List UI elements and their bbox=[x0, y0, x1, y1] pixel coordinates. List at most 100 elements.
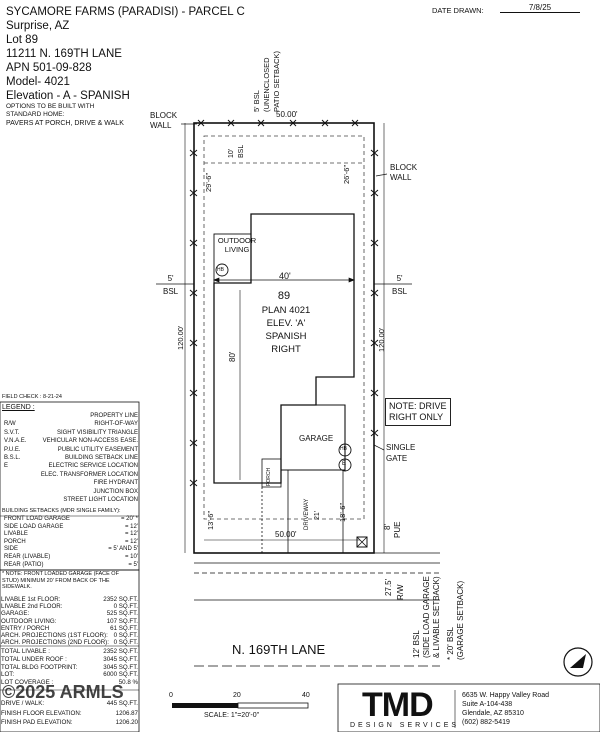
area-key: ARCH. PROJECTIONS (1ST FLOOR): bbox=[1, 632, 108, 639]
legend-key: B.S.L. bbox=[4, 455, 21, 461]
scale-label: SCALE: 1"=20'-0" bbox=[204, 712, 260, 719]
dim-top: 50.00' bbox=[276, 110, 298, 119]
setback-line bbox=[203, 135, 365, 520]
area-value: 2352 SQ.FT. bbox=[103, 596, 138, 603]
rw-dim: 27.5' bbox=[384, 578, 393, 596]
final-value: 1206.87 bbox=[115, 709, 138, 717]
porch-label: PORCH bbox=[266, 467, 272, 486]
legend-key: S.V.T. bbox=[4, 429, 20, 436]
area-key: LIVABLE 2nd FLOOR: bbox=[1, 603, 63, 611]
driveway-lines bbox=[261, 470, 344, 553]
field-check: FIELD CHECK : 8-21-24 bbox=[2, 394, 62, 400]
setback-value: = 10' bbox=[125, 554, 138, 560]
company-logo: TMD bbox=[362, 686, 434, 724]
dim-8: 8' bbox=[383, 524, 392, 530]
legend-key: V.N.A.E. bbox=[4, 438, 27, 445]
elevation: Elevation - A - SPANISH bbox=[6, 90, 130, 102]
options-note-2: STANDARD HOME: bbox=[6, 111, 65, 118]
side-setback-left: 5'BSL bbox=[163, 274, 179, 296]
dim-10: 10' bbox=[228, 148, 235, 158]
setback-value: = 5' AND 5' bbox=[108, 546, 138, 553]
hose-bib-icon-2 bbox=[338, 443, 352, 457]
final-value: 445 SQ.FT. bbox=[106, 700, 138, 707]
garage-setback: * 20' BSL(GARAGE SETBACK) bbox=[446, 580, 465, 660]
junction-box-icon bbox=[356, 536, 368, 548]
electric-service-icon bbox=[338, 458, 352, 472]
dim-bsl: BSL bbox=[238, 144, 245, 158]
legend-value: RIGHT-OF-WAY bbox=[94, 421, 138, 428]
setback-key: PORCH bbox=[4, 538, 26, 545]
setback-value: = 20' * bbox=[121, 516, 138, 522]
area-value: 525 SQ.FT. bbox=[106, 610, 138, 618]
pue-label: PUE bbox=[393, 521, 402, 538]
final-key: FINISH FLOOR ELEVATION: bbox=[1, 709, 82, 717]
legend-value: BUILDING SETBACK LINE bbox=[64, 455, 138, 461]
garage-outline bbox=[281, 404, 346, 471]
garage-label: GARAGE bbox=[299, 434, 334, 443]
final-value: 1206.20 bbox=[115, 719, 138, 726]
legend-value: PUBLIC UTILITY EASEMENT bbox=[57, 446, 138, 453]
outdoor-living-area bbox=[213, 233, 252, 284]
setback-value: = 5' bbox=[128, 561, 138, 568]
total-value: 6000 SQ.FT. bbox=[103, 671, 138, 679]
date-label: DATE DRAWN: bbox=[432, 6, 484, 15]
dim-21: 21' bbox=[314, 510, 321, 520]
apn: APN 501-09-828 bbox=[6, 62, 92, 74]
street-lines bbox=[194, 552, 440, 667]
dim-40 bbox=[213, 277, 355, 283]
model: Model- 4021 bbox=[6, 76, 70, 88]
area-value: 0 SQ.FT. bbox=[113, 632, 138, 639]
legend-title: LEGEND : bbox=[2, 404, 35, 411]
lot-label: Lot 89 bbox=[6, 34, 38, 46]
lot-number: 89 bbox=[277, 290, 291, 302]
project-title: SYCAMORE FARMS (PARADISI) - PARCEL C bbox=[6, 6, 245, 18]
setbacks-title: BUILDING SETBACKS (MDR SINGLE FAMILY): bbox=[2, 508, 121, 514]
dim-40-label: 40' bbox=[279, 271, 291, 281]
hb-label-2: HB bbox=[340, 446, 347, 452]
setback-value: = 12' bbox=[125, 538, 138, 545]
final-key: FINISH PAD ELEVATION: bbox=[1, 719, 73, 726]
rw-label: R/W bbox=[396, 584, 405, 600]
street-name: N. 169TH LANE bbox=[232, 642, 326, 657]
hb-label: HB bbox=[217, 267, 224, 273]
e-label: E bbox=[342, 461, 347, 467]
options-value: PAVERS AT PORCH, DRIVE & WALK bbox=[6, 120, 124, 127]
city: Surprise, AZ bbox=[6, 20, 70, 32]
total-key: LOT: bbox=[1, 671, 15, 679]
dim-bottom: 50.00' bbox=[275, 530, 297, 539]
setback-key: REAR (LIVABLE) bbox=[4, 554, 51, 560]
company-tag: DESIGN SERVICES bbox=[350, 722, 460, 729]
legend-value: ELECTRIC SERVICE LOCATION bbox=[48, 463, 138, 470]
legend-key: R/W bbox=[4, 421, 16, 428]
scale-tick-40: 40 bbox=[302, 692, 310, 699]
area-value: 0 SQ.FT. bbox=[113, 639, 138, 647]
dim-18-6: 18'-6" bbox=[338, 502, 347, 522]
total-key: LOT COVERAGE : bbox=[1, 679, 54, 687]
area-key: GARAGE: bbox=[1, 610, 30, 618]
driveway-label: DRIVEWAY bbox=[304, 498, 310, 530]
area-key: ARCH. PROJECTIONS (2ND FLOOR): bbox=[1, 639, 109, 647]
final-key: DRIVE / WALK: bbox=[1, 700, 45, 707]
side-setback-right: 5'BSL bbox=[392, 274, 408, 296]
setback-value: = 12' bbox=[125, 523, 138, 530]
total-value: 3045 SQ.FT. bbox=[103, 655, 138, 663]
total-value: 50.8 % bbox=[118, 679, 138, 687]
porch-outline bbox=[261, 458, 282, 488]
legend-value: VEHICULAR NON-ACCESS EASE. bbox=[42, 438, 138, 445]
block-wall-marks bbox=[189, 119, 379, 487]
area-key: LIVABLE 1st FLOOR: bbox=[1, 596, 61, 603]
dim-80: 80' bbox=[228, 351, 237, 362]
dim-29-6: 29'-6" bbox=[204, 172, 213, 192]
legend-value: PROPERTY LINE bbox=[90, 413, 138, 419]
legend-value: SIGHT VISIBILITY TRIANGLE bbox=[56, 429, 138, 436]
dim-120-left: 120.00' bbox=[176, 325, 185, 350]
area-value: 107 SQ.FT. bbox=[106, 617, 138, 625]
area-value: 0 SQ.FT. bbox=[113, 603, 138, 611]
setback-key: FRONT LOAD GARAGE bbox=[4, 516, 70, 522]
total-key: TOTAL LIVABLE : bbox=[1, 648, 50, 655]
